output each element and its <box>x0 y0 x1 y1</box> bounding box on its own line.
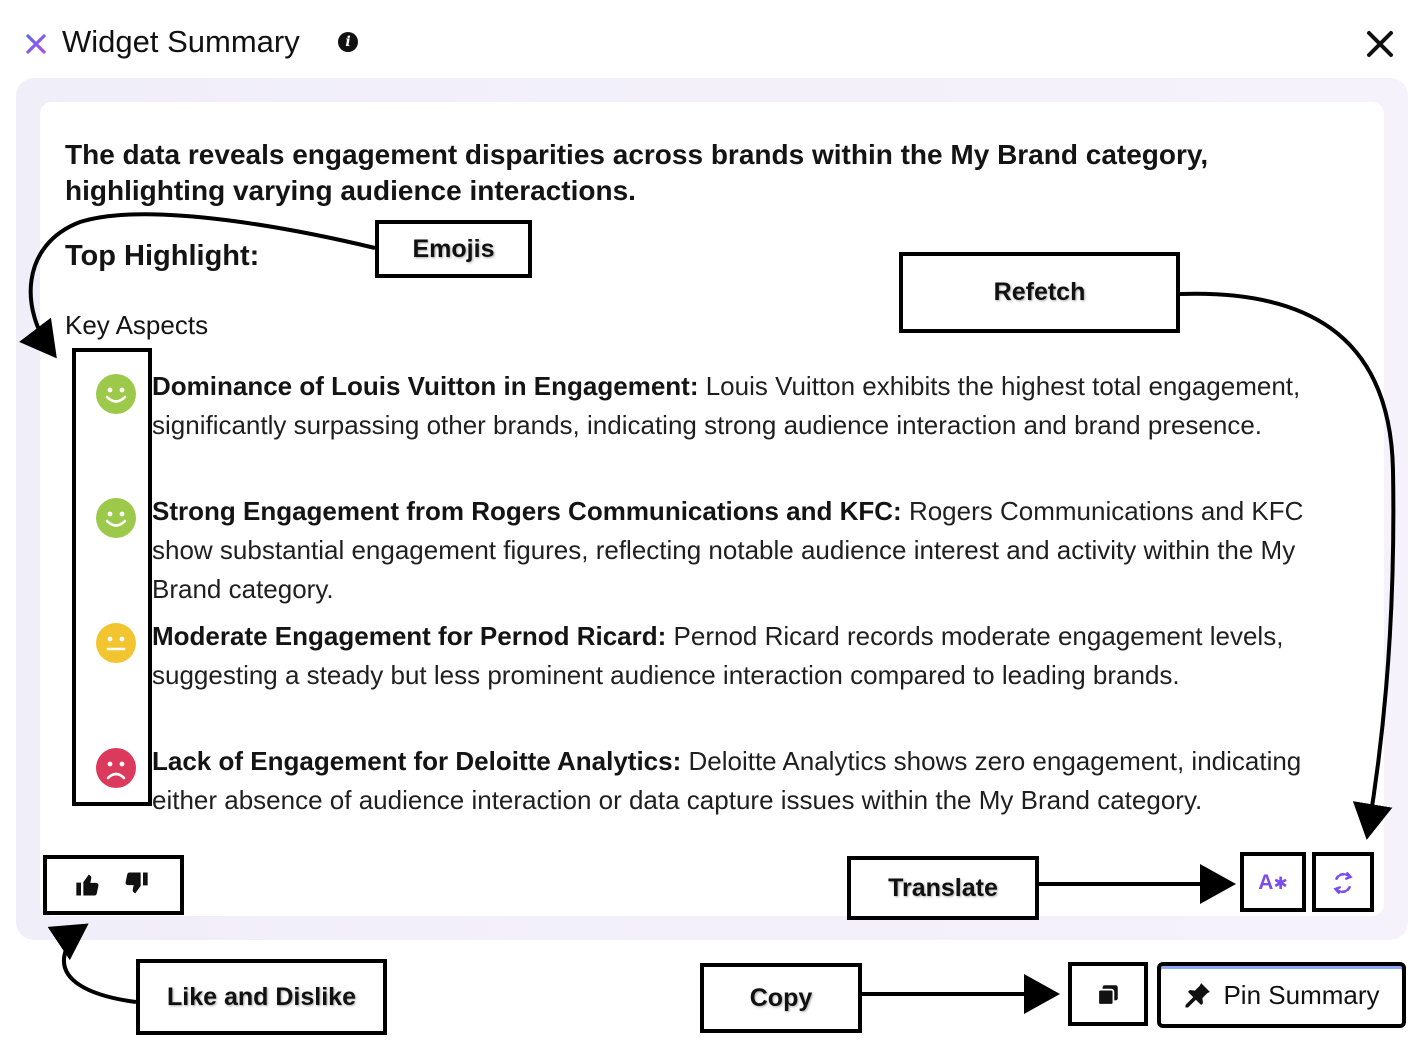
pin-summary-label: Pin Summary <box>1223 979 1380 1010</box>
emojis-annotation: Emojis <box>375 220 532 278</box>
like-button[interactable] <box>70 867 106 903</box>
copy-annotation: Copy <box>700 963 862 1033</box>
translate-button[interactable]: A✱ <box>1252 864 1294 902</box>
copy-button[interactable] <box>1088 976 1128 1014</box>
thumbs-up-icon <box>76 874 99 896</box>
aspect-item: Strong Engagement from Rogers Communicat… <box>152 492 1362 609</box>
top-highlight-heading: Top Highlight: <box>65 240 260 272</box>
aspect-title: Dominance of Louis Vuitton in Engagement… <box>152 371 699 401</box>
aspect-title: Moderate Engagement for Pernod Ricard: <box>152 621 667 651</box>
info-icon[interactable]: i <box>338 32 358 52</box>
pin-summary-button[interactable]: Pin Summary <box>1157 962 1406 1028</box>
translate-icon: A✱ <box>1258 871 1288 894</box>
emojis-highlight-box <box>72 348 152 806</box>
thumbs-down-icon <box>125 872 148 894</box>
aspect-item: Lack of Engagement for Deloitte Analytic… <box>152 742 1362 820</box>
aspect-title: Strong Engagement from Rogers Communicat… <box>152 496 902 526</box>
pin-icon <box>1185 983 1211 1008</box>
refetch-button[interactable] <box>1322 864 1364 902</box>
feedback-group <box>43 855 184 915</box>
refetch-annotation: Refetch <box>899 252 1180 333</box>
modal-header: Widget Summary i <box>0 0 1428 80</box>
refresh-icon <box>1333 872 1353 894</box>
key-aspects-heading: Key Aspects <box>65 310 209 340</box>
aspect-item: Dominance of Louis Vuitton in Engagement… <box>152 367 1362 445</box>
frown-icon <box>96 748 136 788</box>
smile-icon <box>96 498 136 538</box>
aspect-title: Lack of Engagement for Deloitte Analytic… <box>152 746 682 776</box>
smile-icon <box>96 374 136 414</box>
close-button[interactable] <box>1362 26 1398 62</box>
neutral-face-icon <box>96 623 136 663</box>
translate-annotation: Translate <box>847 856 1039 920</box>
close-icon <box>1367 31 1393 57</box>
sparkle-icon <box>23 31 49 57</box>
modal-title: Widget Summary <box>62 24 300 59</box>
aspect-item: Moderate Engagement for Pernod Ricard: P… <box>152 617 1362 695</box>
copy-icon <box>1097 985 1118 1006</box>
summary-headline: The data reveals engagement disparities … <box>65 139 1209 206</box>
like-dislike-annotation: Like and Dislike <box>136 959 387 1035</box>
dislike-button[interactable] <box>118 865 154 901</box>
